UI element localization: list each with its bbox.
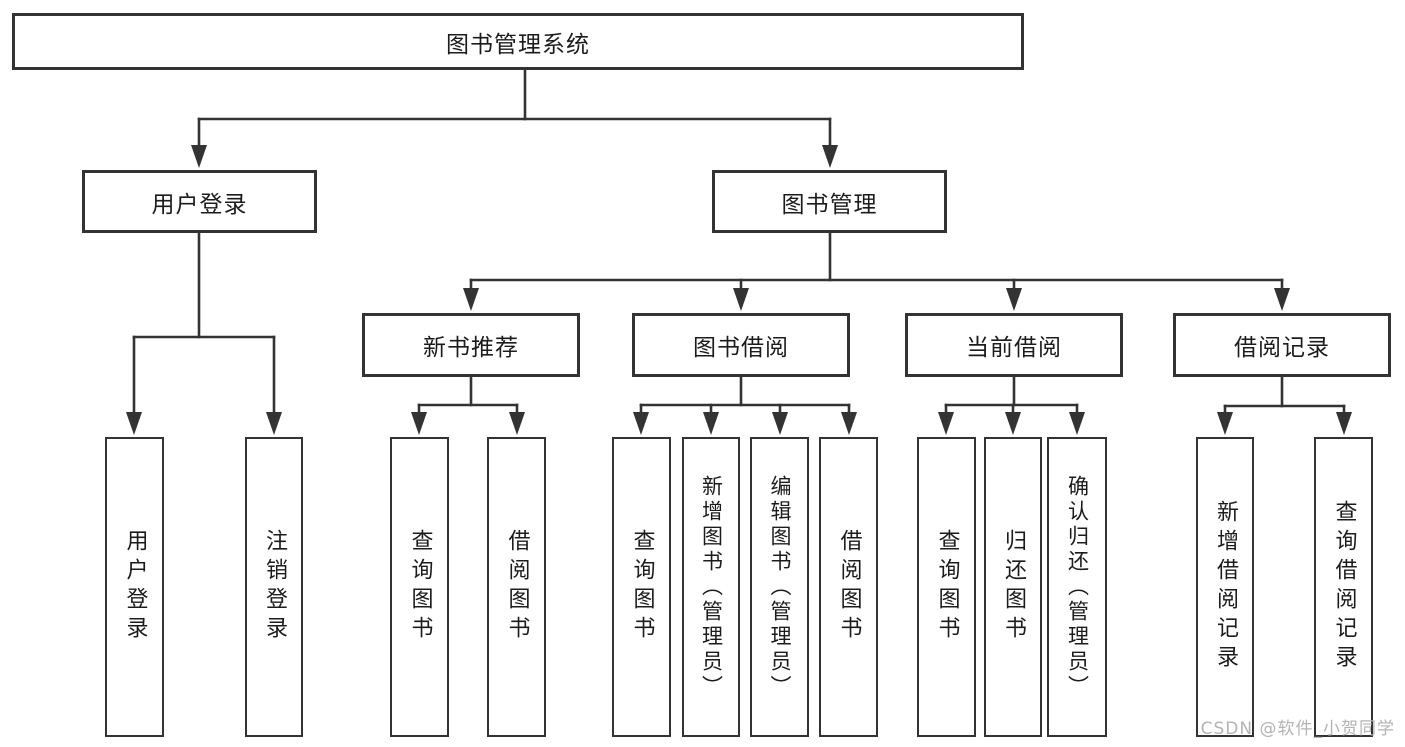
leaf-borrow-books-label: 借阅图书 — [836, 529, 862, 645]
node-system-root: 图书管理系统 — [12, 13, 1024, 70]
leaf-logout: 注销登录 — [245, 437, 303, 737]
leaf-confirm-return-admin: 确认归还（管理员） — [1047, 437, 1107, 737]
node-current-borrow: 当前借阅 — [905, 313, 1123, 377]
leaf-borrow-books-recommend: 借阅图书 — [487, 437, 546, 737]
node-user-login-label: 用户登录 — [151, 191, 248, 218]
csdn-watermark: CSDN @软件_小贺同学 — [1200, 719, 1395, 739]
node-current-borrow-label: 当前借阅 — [966, 335, 1062, 361]
node-book-management: 图书管理 — [712, 170, 947, 233]
leaf-query-books-current: 查询图书 — [917, 437, 976, 737]
node-system-root-label: 图书管理系统 — [446, 31, 590, 58]
node-new-book-recommend: 新书推荐 — [362, 313, 580, 377]
leaf-add-books-admin: 新增图书（管理员） — [682, 437, 740, 737]
leaf-add-books-admin-label: 新增图书（管理员） — [699, 474, 724, 700]
node-book-management-label: 图书管理 — [781, 191, 878, 218]
node-borrow-records: 借阅记录 — [1173, 313, 1391, 377]
leaf-query-borrow-record-label: 查询借阅记录 — [1331, 500, 1357, 674]
leaf-query-books-borrow-label: 查询图书 — [629, 529, 655, 645]
node-new-book-recommend-label: 新书推荐 — [423, 335, 519, 361]
node-user-login: 用户登录 — [82, 170, 317, 233]
leaf-return-books: 归还图书 — [984, 437, 1042, 737]
leaf-query-books-recommend: 查询图书 — [390, 437, 449, 737]
leaf-return-books-label: 归还图书 — [1001, 529, 1026, 645]
node-book-borrow-label: 图书借阅 — [693, 335, 789, 361]
leaf-query-books-recommend-label: 查询图书 — [407, 529, 433, 645]
leaf-logout-label: 注销登录 — [262, 529, 287, 645]
leaf-edit-books-admin: 编辑图书（管理员） — [750, 437, 809, 737]
node-borrow-records-label: 借阅记录 — [1234, 335, 1330, 361]
node-book-borrow: 图书借阅 — [632, 313, 850, 377]
leaf-borrow-books: 借阅图书 — [819, 437, 878, 737]
leaf-confirm-return-admin-label: 确认归还（管理员） — [1065, 474, 1090, 700]
leaf-add-borrow-record: 新增借阅记录 — [1196, 437, 1254, 737]
leaf-query-borrow-record: 查询借阅记录 — [1314, 437, 1373, 737]
leaf-query-books-borrow: 查询图书 — [612, 437, 671, 737]
leaf-user-login: 用户登录 — [105, 437, 164, 737]
leaf-user-login-label: 用户登录 — [122, 529, 148, 645]
arrowheads — [126, 145, 1352, 435]
leaf-borrow-books-recommend-label: 借阅图书 — [504, 529, 530, 645]
leaf-add-borrow-record-label: 新增借阅记录 — [1213, 500, 1238, 674]
leaf-query-books-current-label: 查询图书 — [934, 529, 960, 645]
leaf-edit-books-admin-label: 编辑图书（管理员） — [768, 474, 792, 700]
